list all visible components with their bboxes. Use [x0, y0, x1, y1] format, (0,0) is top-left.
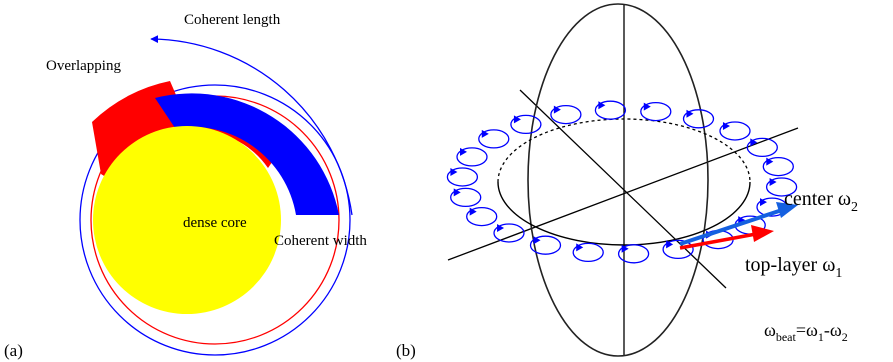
- panel-b-label: (b): [396, 341, 416, 360]
- vortex-arrowhead: [769, 178, 777, 187]
- axis-diagonal-falling: [519, 89, 727, 289]
- vortex-arrowhead: [469, 207, 477, 216]
- vortex-arrowhead: [481, 129, 489, 138]
- horizontal-ring-back: [497, 118, 751, 183]
- vortex-arrowhead: [686, 109, 694, 118]
- vortex-loop: [510, 114, 542, 135]
- vortex-loop: [640, 101, 672, 122]
- vortex-loop: [746, 137, 778, 158]
- beat-frequency-equation: ωbeat=ω1-ω2: [764, 320, 848, 344]
- vortex-loop: [446, 167, 479, 187]
- coherent-length-label: Coherent length: [184, 12, 281, 28]
- top-layer-omega-arrowhead: [751, 225, 774, 242]
- vortex-arrowhead: [750, 138, 758, 147]
- coherent-length-arrow: [150, 35, 353, 216]
- center-omega-arrowhead: [776, 202, 798, 218]
- vortex-arrowhead: [666, 240, 674, 249]
- vortex-loop: [594, 100, 627, 120]
- outer-blue-ring: [79, 84, 351, 356]
- vortex-loop: [529, 235, 562, 255]
- vortex-arrowhead: [533, 236, 541, 245]
- vortex-arrowhead: [553, 105, 561, 114]
- vortex-loop: [682, 109, 715, 129]
- vortex-arrowhead: [722, 122, 730, 131]
- horizontal-ring-front: [497, 181, 751, 246]
- vortex-loop: [719, 121, 751, 141]
- coherent-width-label: Coherent width: [274, 233, 367, 249]
- coherent-blue-band: [155, 93, 339, 215]
- vortex-loop: [662, 239, 694, 260]
- vortex-arrowhead: [453, 188, 461, 197]
- vortex-arrowhead: [576, 243, 584, 252]
- vortex-loop: [456, 147, 488, 167]
- vortex-arrowhead: [759, 198, 767, 207]
- vortex-arrowhead: [598, 101, 606, 110]
- vortex-arrowhead: [643, 102, 651, 111]
- axis-diagonal-rising: [447, 127, 799, 261]
- vortex-loop: [550, 104, 582, 125]
- panel-a-label: (a): [4, 341, 23, 360]
- panel-b: center ω2 top-layer ω1 ωbeat=ω1-ω2 (b): [396, 3, 858, 360]
- vortex-loop: [493, 223, 525, 243]
- top-layer-omega-label: top-layer ω1: [745, 254, 842, 281]
- vortex-loop: [762, 156, 794, 177]
- center-omega-arrow: [679, 208, 783, 246]
- vortex-ring: [446, 100, 798, 264]
- vortex-loop: [617, 244, 650, 264]
- vortex-loop: [572, 242, 604, 263]
- vortex-arrowhead: [513, 115, 521, 124]
- vortex-loop: [466, 206, 498, 227]
- top-layer-omega-arrow: [679, 232, 757, 250]
- overlapping-label: Overlapping: [46, 58, 121, 74]
- panel-a: Coherent length Overlapping dense core C…: [4, 12, 367, 360]
- vortex-arrowhead: [621, 244, 629, 253]
- vortex-loop: [450, 187, 482, 208]
- vortex-loop: [765, 177, 798, 197]
- vertical-ring: [527, 3, 709, 357]
- vortex-loop: [478, 129, 510, 149]
- center-omega-label: center ω2: [784, 188, 858, 215]
- vortex-arrowhead: [497, 223, 505, 232]
- vortex-arrowhead: [460, 147, 468, 156]
- vortex-arrowhead: [450, 167, 458, 176]
- dense-core: [93, 126, 281, 314]
- vortex-arrowhead: [766, 157, 774, 166]
- dense-core-label: dense core: [183, 215, 247, 231]
